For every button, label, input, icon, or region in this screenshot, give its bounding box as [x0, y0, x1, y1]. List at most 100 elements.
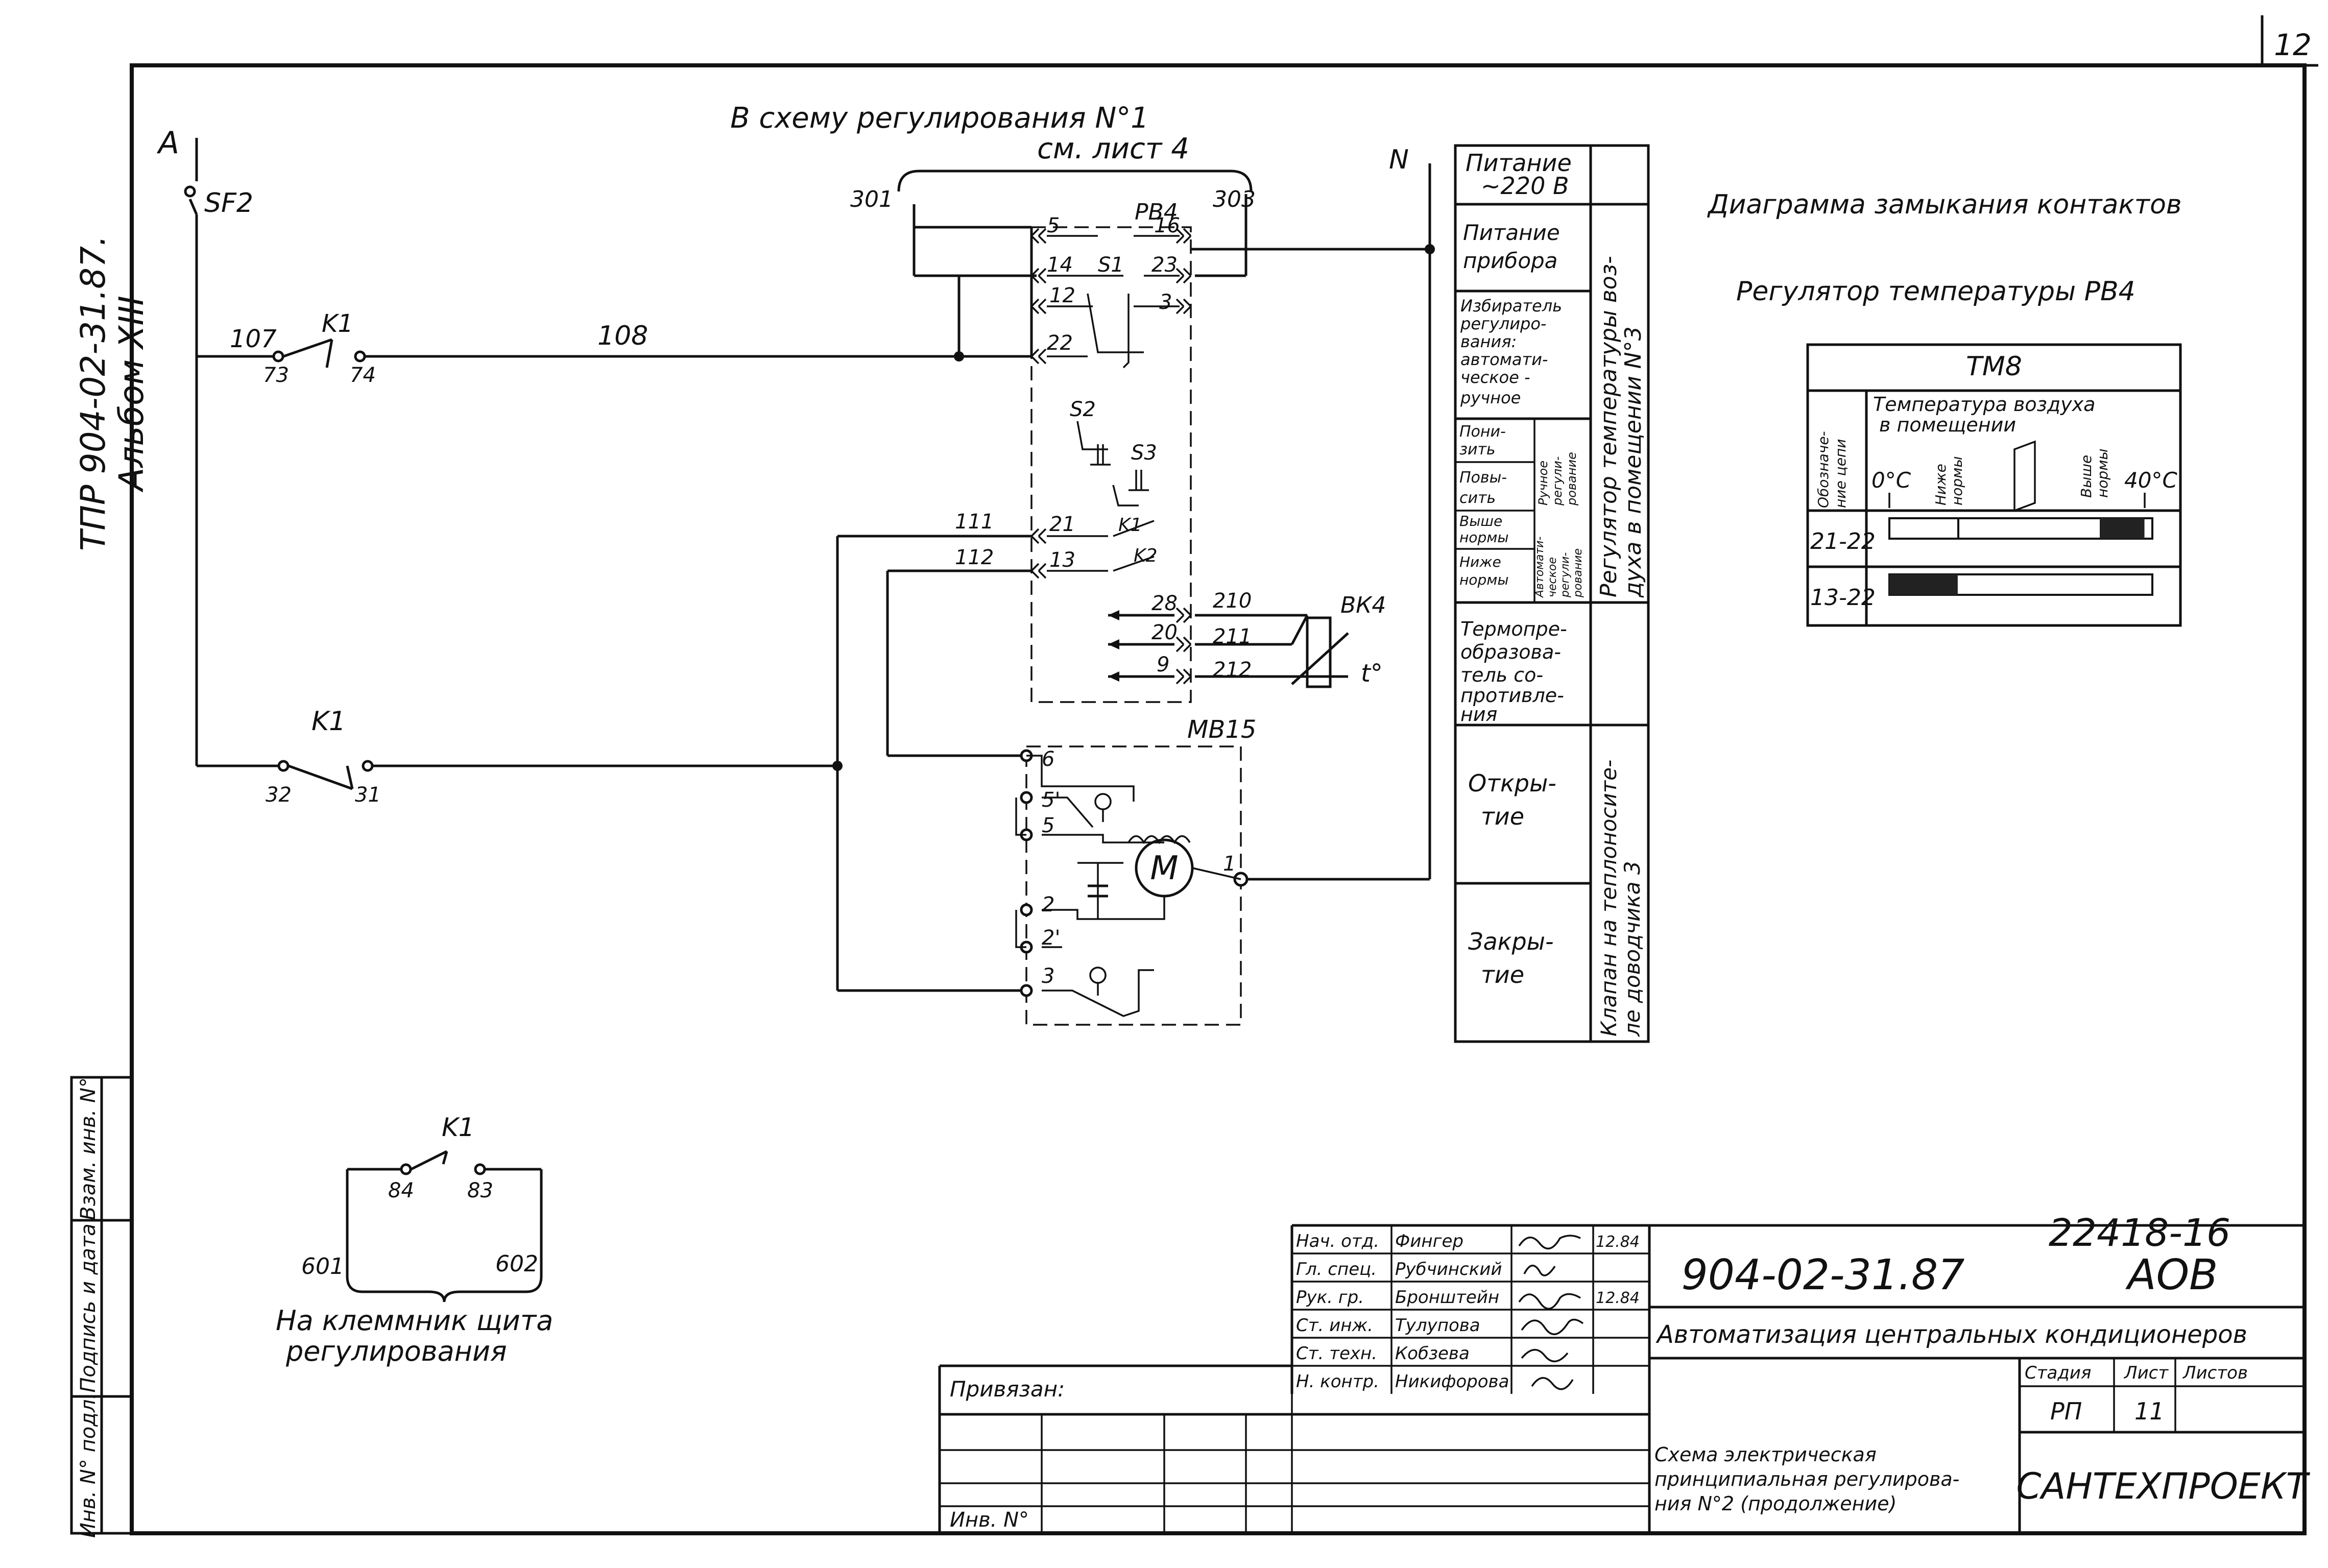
- label-301: 301: [850, 186, 893, 212]
- legend-r6-a: Ниже: [1459, 553, 1501, 570]
- label-602: 602: [495, 1251, 538, 1277]
- legend-mode-manual-3: рование: [1565, 452, 1579, 506]
- legend-r2-c: вания:: [1460, 332, 1517, 351]
- header-brace: [897, 170, 1253, 192]
- person-2-name: Бронштейн: [1395, 1287, 1499, 1308]
- doc-code-vertical: ТПР 904-02-31.87.: [74, 235, 113, 551]
- desc-line-1: Схема электрическая: [1654, 1443, 1877, 1466]
- label-c16: 16: [1154, 214, 1180, 237]
- legend-mode-auto-1: Автомати-: [1533, 537, 1546, 598]
- label-t73: 73: [263, 364, 289, 387]
- label-t31: 31: [355, 783, 381, 807]
- legend-group2-b: ле доводчика 3: [1620, 861, 1645, 1037]
- label-k1-terminal: K1: [442, 1113, 475, 1142]
- below-norm-2: нормы: [1949, 456, 1965, 505]
- label-t-degree: t°: [1361, 659, 1383, 688]
- desc-line-2: принципиальная регулирова-: [1654, 1468, 1959, 1490]
- contact-diagram-subtitle: Регулятор температуры РВ4: [1736, 276, 2135, 307]
- legend-r6-b: нормы: [1459, 571, 1508, 588]
- header-line-1: В схему регулирования N°1: [730, 102, 1149, 135]
- doc-mark: АОВ: [2125, 1251, 2218, 1299]
- person-0-date: 12.84: [1596, 1233, 1640, 1251]
- contact-row-2-circuit: 13-22: [1810, 585, 1876, 611]
- col-circuit-2: ние цепи: [1832, 439, 1849, 508]
- label-c12: 12: [1049, 284, 1075, 307]
- legend-group1-a: Регулятор температуры воз-: [1596, 256, 1622, 597]
- label-k1-mid: K1: [311, 706, 346, 737]
- person-1-name: Рубчинский: [1395, 1259, 1502, 1280]
- label-k1-top: K1: [322, 309, 353, 338]
- col-temp-2: в помещении: [1879, 414, 2016, 436]
- label-k1-internal: K1: [1118, 515, 1142, 536]
- label-m6: 6: [1042, 747, 1054, 771]
- legend-r2-f: ручное: [1460, 388, 1521, 407]
- wires-111-112: [836, 227, 1033, 992]
- sheet-number: 12: [2274, 28, 2312, 62]
- terminal-note-1: На клеммник щита: [276, 1305, 553, 1337]
- attached-label: Привязан:: [950, 1377, 1065, 1402]
- label-w210: 210: [1213, 589, 1252, 613]
- stamp-sign-date: Подпись и дата: [77, 1223, 100, 1392]
- legend-r1-a: Питание: [1463, 220, 1560, 245]
- person-2-date: 12.84: [1596, 1289, 1640, 1307]
- label-w28: 28: [1151, 592, 1178, 615]
- label-t83: 83: [467, 1179, 493, 1202]
- legend-r3-a: Пони-: [1459, 423, 1506, 441]
- legend-r2-b: регулиро-: [1460, 314, 1546, 333]
- signatures: [1518, 1235, 1584, 1390]
- label-m5: 5: [1042, 814, 1054, 837]
- legend-group2-a: Клапан на теплоносите-: [1596, 760, 1621, 1036]
- stamp-inv-orig: Инв. N° подл.: [77, 1393, 100, 1538]
- stamp-replace-inv: Взам. инв. N°: [77, 1077, 100, 1220]
- header-line-2: см. лист 4: [1037, 132, 1189, 165]
- person-0-name: Фингер: [1395, 1231, 1463, 1251]
- motor-symbol: M: [1150, 850, 1178, 887]
- legend-r7-a: Термопре-: [1460, 618, 1567, 640]
- contact-closed-segment: [2100, 518, 2145, 539]
- organization: САНТЕХПРОЕКТ: [2017, 1465, 2311, 1507]
- legend-r4-b: сить: [1459, 489, 1496, 507]
- legend-r9-a: Закры-: [1468, 928, 1554, 955]
- label-k2-internal: K2: [1134, 545, 1158, 566]
- contact-bar-frame: [1888, 517, 2153, 540]
- label-c3: 3: [1159, 291, 1172, 314]
- label-s3: S3: [1131, 441, 1157, 465]
- person-2-role: Рук. гр.: [1296, 1287, 1364, 1308]
- label-m5a: 5': [1042, 788, 1060, 812]
- label-m1: 1: [1223, 852, 1236, 876]
- label-t74: 74: [350, 364, 376, 387]
- contact-row-1-circuit: 21-22: [1810, 528, 1876, 554]
- label-s1: S1: [1098, 253, 1124, 277]
- label-t84: 84: [388, 1179, 414, 1202]
- person-3-role: Ст. инж.: [1296, 1315, 1373, 1336]
- label-rv4: РВ4: [1135, 199, 1178, 225]
- label-c14: 14: [1047, 253, 1073, 277]
- label-601: 601: [301, 1253, 344, 1280]
- label-112: 112: [955, 546, 994, 569]
- mb15-actuator: M: [1015, 745, 1249, 1026]
- label-neutral: N: [1389, 144, 1409, 175]
- temp-high: 40°C: [2124, 468, 2177, 493]
- legend-mode-manual-1: Ручное: [1536, 461, 1550, 505]
- sheet-value: 11: [2134, 1397, 2165, 1425]
- legend-table: [1454, 144, 1650, 1043]
- label-m3: 3: [1042, 964, 1054, 988]
- legend-r7-e: ния: [1460, 703, 1497, 726]
- legend-group-regulator: Регулятор температуры воз- духа в помеще…: [1596, 256, 1646, 598]
- label-c21: 21: [1049, 513, 1075, 536]
- legend-r5-b: нормы: [1459, 529, 1508, 546]
- main-circuit: [184, 138, 1435, 881]
- label-t32: 32: [266, 783, 292, 807]
- label-phase-a: A: [156, 125, 179, 161]
- person-3-name: Тулупова: [1395, 1315, 1480, 1336]
- legend-r1-b: прибора: [1463, 248, 1557, 273]
- legend-r7-d: противле-: [1460, 684, 1564, 707]
- terminal-note-2: регулирования: [285, 1335, 507, 1367]
- below-norm-label: Ниже нормы: [1932, 456, 1965, 505]
- person-4-name: Кобзева: [1395, 1343, 1470, 1364]
- legend-r2-d: автомати-: [1460, 350, 1548, 369]
- col-circuit-1: Обозначе-: [1815, 431, 1832, 508]
- title-block: [938, 1224, 2305, 1533]
- left-stamp-strip: [70, 1076, 133, 1535]
